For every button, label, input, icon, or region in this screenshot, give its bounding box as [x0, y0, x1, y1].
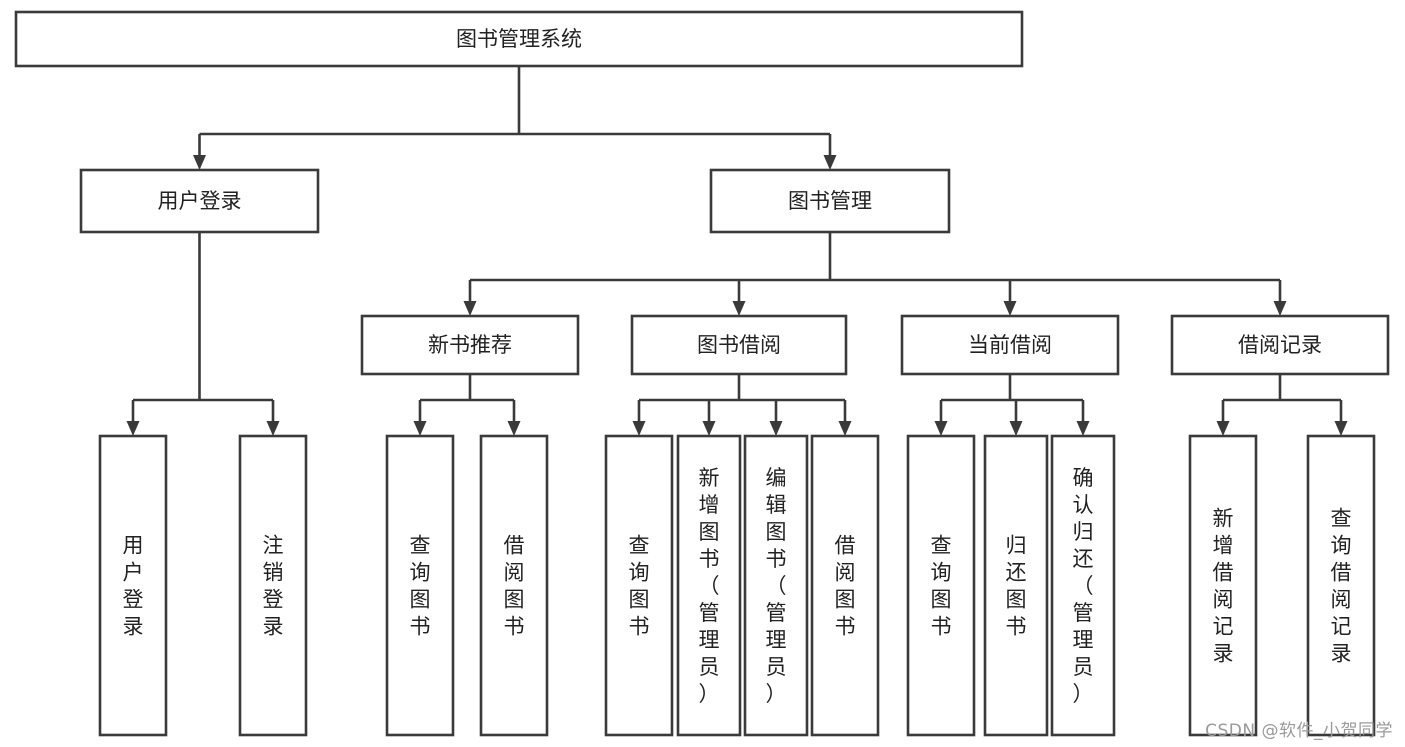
node-label: 图书管理: [788, 189, 872, 213]
edge-group-book-manage: [463, 232, 1287, 316]
edge-group-borrow-record: [1216, 374, 1348, 436]
edge-group-current-borrow: [934, 374, 1090, 436]
node-leaf-query-book-1[interactable]: 查询图书: [385, 434, 455, 737]
node-leaf-confirm-return[interactable]: 确认归还（管理员）: [1050, 434, 1116, 737]
arrow-head-icon: [507, 421, 521, 436]
arrow-head-icon: [1216, 421, 1230, 436]
node-label: 借阅图书: [504, 534, 525, 639]
node-label: 查询借阅记录: [1331, 507, 1352, 666]
node-label: 新增图书（管理员）: [699, 466, 720, 706]
node-label: 编辑图书（管理员）: [766, 466, 787, 706]
node-new-book-rec[interactable]: 新书推荐: [360, 314, 580, 376]
node-label: 借阅记录: [1238, 333, 1322, 357]
arrow-head-icon: [823, 155, 837, 170]
node-leaf-user-login[interactable]: 用户登录: [98, 434, 168, 737]
arrow-head-icon: [769, 421, 783, 436]
edge-group-root: [193, 66, 837, 170]
node-label: 用户登录: [158, 189, 242, 213]
arrow-head-icon: [1273, 301, 1287, 316]
node-leaf-add-book[interactable]: 新增图书（管理员）: [676, 434, 742, 737]
arrow-head-icon: [1334, 421, 1348, 436]
node-current-borrow[interactable]: 当前借阅: [900, 314, 1120, 376]
node-root[interactable]: 图书管理系统: [14, 10, 1024, 68]
node-leaf-add-record[interactable]: 新增借阅记录: [1188, 434, 1258, 737]
arrow-head-icon: [702, 421, 716, 436]
arrow-head-icon: [1076, 421, 1090, 436]
edge-group-book-borrow: [632, 374, 852, 436]
arrow-head-icon: [193, 155, 206, 170]
node-leaf-query-book-3[interactable]: 查询图书: [906, 434, 976, 737]
node-book-manage[interactable]: 图书管理: [709, 168, 951, 234]
node-book-borrow[interactable]: 图书借阅: [630, 314, 848, 376]
arrow-head-icon: [126, 421, 140, 436]
arrow-head-icon: [413, 421, 427, 436]
node-leaf-borrow-book-2[interactable]: 借阅图书: [810, 434, 880, 737]
nodes-layer: 图书管理系统用户登录图书管理新书推荐图书借阅当前借阅借阅记录用户登录注销登录查询…: [14, 10, 1390, 737]
node-label: 查询图书: [629, 534, 650, 639]
arrow-head-icon: [463, 301, 477, 316]
node-label: 新增借阅记录: [1213, 507, 1234, 666]
node-leaf-query-record[interactable]: 查询借阅记录: [1306, 434, 1376, 737]
connectors-layer: [126, 66, 1348, 436]
node-user-login[interactable]: 用户登录: [79, 168, 320, 234]
node-label: 注销登录: [263, 534, 284, 639]
node-leaf-borrow-book-1[interactable]: 借阅图书: [479, 434, 549, 737]
node-label: 用户登录: [123, 534, 144, 639]
node-label: 归还图书: [1006, 534, 1027, 639]
arrow-head-icon: [632, 421, 646, 436]
arrow-head-icon: [732, 301, 746, 316]
arrow-head-icon: [1009, 421, 1023, 436]
arrow-head-icon: [266, 421, 280, 436]
edge-group-new-book-rec: [413, 374, 521, 436]
node-label: 图书借阅: [697, 333, 781, 357]
node-label: 新书推荐: [428, 333, 512, 357]
arrow-head-icon: [1003, 301, 1017, 316]
node-label: 图书管理系统: [456, 27, 582, 51]
node-leaf-query-book-2[interactable]: 查询图书: [604, 434, 674, 737]
node-leaf-edit-book[interactable]: 编辑图书（管理员）: [743, 434, 809, 737]
arrow-head-icon: [838, 421, 852, 436]
node-leaf-user-logout[interactable]: 注销登录: [238, 434, 308, 737]
node-label: 确认归还（管理员）: [1073, 466, 1094, 706]
node-label: 当前借阅: [968, 333, 1052, 357]
node-label: 查询图书: [931, 534, 952, 639]
node-label: 查询图书: [410, 534, 431, 639]
node-borrow-record[interactable]: 借阅记录: [1170, 314, 1390, 376]
node-leaf-return-book[interactable]: 归还图书: [983, 434, 1049, 737]
node-label: 借阅图书: [835, 534, 856, 639]
arrow-head-icon: [934, 421, 948, 436]
edge-group-user-login: [126, 232, 280, 436]
